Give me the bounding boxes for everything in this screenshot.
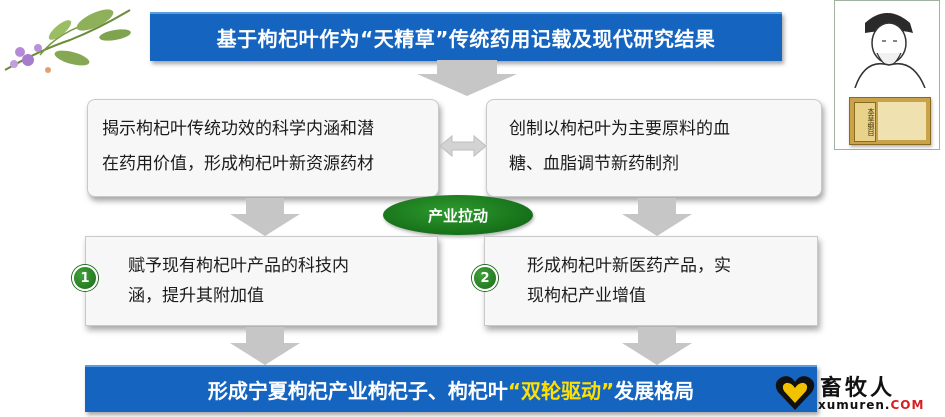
right-result-card: 形成枸杞叶新医药产品，实 现枸杞产业增值 xyxy=(484,236,818,326)
bottom-banner-text-after: 发展格局 xyxy=(614,379,695,403)
heart-logo-icon xyxy=(775,376,815,410)
book-cover: 本草纲目 xyxy=(854,102,876,142)
industry-pull-label: 产业拉动 xyxy=(427,206,488,225)
right-card-line1: 创制以枸杞叶为主要原料的血 xyxy=(509,119,730,139)
watermark-url: xumuren.COM xyxy=(818,398,924,412)
bottom-banner: 形成宁夏枸杞产业枸杞子、枸杞叶 “双轮驱动” 发展格局 xyxy=(85,365,817,412)
right-card: 创制以枸杞叶为主要原料的血 糖、血脂调节新药制剂 xyxy=(486,99,822,197)
left-card-line2: 在药用价值，形成枸杞叶新资源药材 xyxy=(102,154,374,174)
book-title: 本草纲目 xyxy=(867,108,875,136)
portrait-icon xyxy=(854,13,926,88)
step-number-1-badge: 1 xyxy=(72,265,98,291)
left-card: 揭示枸杞叶传统功效的科学内涵和潜 在药用价值，形成枸杞叶新资源药材 xyxy=(87,99,439,197)
step-number-2: 2 xyxy=(480,270,490,286)
right-result-line2: 现枸杞产业增值 xyxy=(527,286,646,306)
arrow-down-left-bottom xyxy=(230,327,300,365)
arrow-down-top xyxy=(417,60,517,96)
step-number-1: 1 xyxy=(80,270,90,286)
arrow-down-right-bottom xyxy=(622,327,692,365)
bottom-banner-text-before: 形成宁夏枸杞产业枸杞子、枸杞叶 xyxy=(207,379,508,403)
plant-illustration xyxy=(4,9,131,73)
book-pages xyxy=(878,102,926,140)
step-number-2-badge: 2 xyxy=(472,265,498,291)
watermark-url-main: xumuren. xyxy=(818,398,891,412)
right-result-line1: 形成枸杞叶新医药产品，实 xyxy=(527,256,731,276)
arrow-down-right-mid xyxy=(622,198,692,236)
portrait-frame: 本草纲目 xyxy=(834,0,940,150)
arrow-down-left-mid xyxy=(230,198,300,236)
bottom-banner-highlight: “双轮驱动” xyxy=(507,379,615,403)
book-image: 本草纲目 xyxy=(849,97,931,145)
left-result-line1: 赋予现有枸杞叶产品的科技内 xyxy=(128,256,349,276)
left-card-line1: 揭示枸杞叶传统功效的科学内涵和潜 xyxy=(102,119,374,139)
top-banner: 基于枸杞叶作为“天精草”传统药用记载及现代研究结果 xyxy=(150,12,782,61)
industry-pull-badge: 产业拉动 xyxy=(383,195,533,235)
top-banner-text: 基于枸杞叶作为“天精草”传统药用记载及现代研究结果 xyxy=(216,27,716,51)
double-arrow-icon xyxy=(440,134,486,158)
right-card-line2: 糖、血脂调节新药制剂 xyxy=(509,154,679,174)
left-result-line2: 涵，提升其附加值 xyxy=(128,286,264,306)
watermark-url-tld: COM xyxy=(890,398,925,412)
watermark-name: 畜牧人 xyxy=(820,375,896,401)
left-result-card: 赋予现有枸杞叶产品的科技内 涵，提升其附加值 xyxy=(85,236,438,326)
